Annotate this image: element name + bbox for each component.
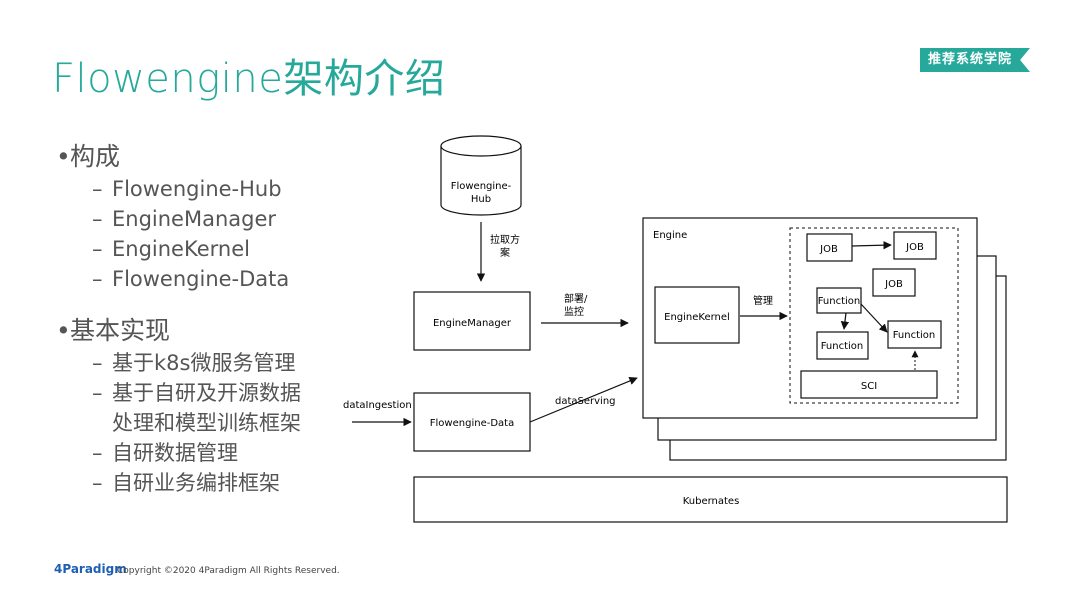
- engine-manager-label: EngineManager: [433, 318, 512, 329]
- outline-item-continuation: 处理和模型训练框架: [56, 408, 396, 438]
- job-label-1: JOB: [819, 244, 838, 255]
- heading-text: 构成: [70, 142, 121, 171]
- job-label-3: JOB: [884, 279, 903, 290]
- outline-item: –自研数据管理: [92, 441, 238, 465]
- item-text: 自研业务编排框架: [112, 471, 280, 495]
- engine-title: Engine: [653, 230, 687, 241]
- job-box-1: [806, 233, 853, 262]
- function-label-3: Function: [893, 330, 936, 341]
- job-container: [789, 227, 959, 404]
- deploy-label-line2: 监控: [564, 305, 584, 318]
- outline-item: –基于k8s微服务管理: [92, 351, 296, 375]
- hub-label-line1: Flowengine-: [451, 181, 512, 192]
- job-box-3: [872, 268, 916, 297]
- hub-database: Flowengine- Hub: [440, 135, 522, 216]
- kubernetes-box: [413, 476, 1008, 523]
- company-logo: 4Paradigm: [54, 562, 127, 576]
- outline-list: •构成 –Flowengine-Hub –EngineManager –Engi…: [56, 140, 396, 498]
- function-box-2: [816, 331, 869, 360]
- manage-label: 管理: [753, 294, 773, 307]
- outline-item: –Flowengine-Data: [92, 267, 290, 291]
- outline-heading-implementation: •基本实现: [56, 314, 396, 348]
- item-text: 处理和模型训练框架: [112, 411, 301, 435]
- bullet-dot: •: [56, 316, 71, 345]
- item-text: EngineManager: [112, 207, 277, 231]
- outline-item: –基于自研及开源数据: [92, 381, 301, 405]
- page-title: Flowengine架构介绍: [52, 56, 446, 102]
- deploy-label-line1: 部署/: [564, 292, 588, 305]
- ingestion-label: dataIngestion: [343, 400, 412, 411]
- function-box-3: [887, 320, 942, 349]
- heading-text: 基本实现: [70, 316, 171, 345]
- outline-item: –自研业务编排框架: [92, 471, 280, 495]
- function-box-1: [816, 287, 862, 314]
- bullet-dot: •: [56, 142, 71, 171]
- item-text: 自研数据管理: [112, 441, 238, 465]
- item-text: 基于自研及开源数据: [112, 381, 301, 405]
- item-text: Flowengine-Data: [112, 267, 290, 291]
- brand-badge: 推荐系统学院: [920, 48, 1030, 72]
- outline-item: –Flowengine-Hub: [92, 177, 282, 201]
- function-label-2: Function: [821, 341, 864, 352]
- copyright-text: Copyright ©2020 4Paradigm All Rights Res…: [117, 566, 340, 576]
- serving-arrow: [529, 376, 638, 423]
- outline-heading-composition: •构成: [56, 140, 396, 174]
- engine-kernel-box: [654, 286, 740, 344]
- item-text: 基于k8s微服务管理: [112, 351, 296, 375]
- pull-label-line1: 拉取方: [490, 233, 520, 246]
- job-label-2: JOB: [905, 242, 924, 253]
- function-label-1: Function: [818, 296, 861, 307]
- item-text: EngineKernel: [112, 237, 250, 261]
- serving-label: dataServing: [555, 396, 616, 407]
- engine-manager-box: [413, 291, 531, 351]
- flowengine-data-box: [413, 392, 531, 452]
- flowengine-data-label: Flowengine-Data: [430, 418, 514, 429]
- outline-item: –EngineKernel: [92, 237, 250, 261]
- job-box-2: [893, 231, 937, 260]
- outline-item: –EngineManager: [92, 207, 277, 231]
- function-arrow-right: [860, 303, 888, 333]
- sci-box: [800, 370, 938, 399]
- function-arrow-down: [840, 312, 850, 330]
- item-text: Flowengine-Hub: [112, 177, 282, 201]
- hub-label-line2: Hub: [471, 194, 491, 205]
- job-arrow: [851, 240, 892, 250]
- kubernetes-label: Kubernates: [683, 496, 740, 507]
- pull-label-line2: 案: [500, 246, 510, 259]
- engine-kernel-label: EngineKernel: [664, 312, 730, 323]
- sci-label: SCI: [861, 381, 877, 392]
